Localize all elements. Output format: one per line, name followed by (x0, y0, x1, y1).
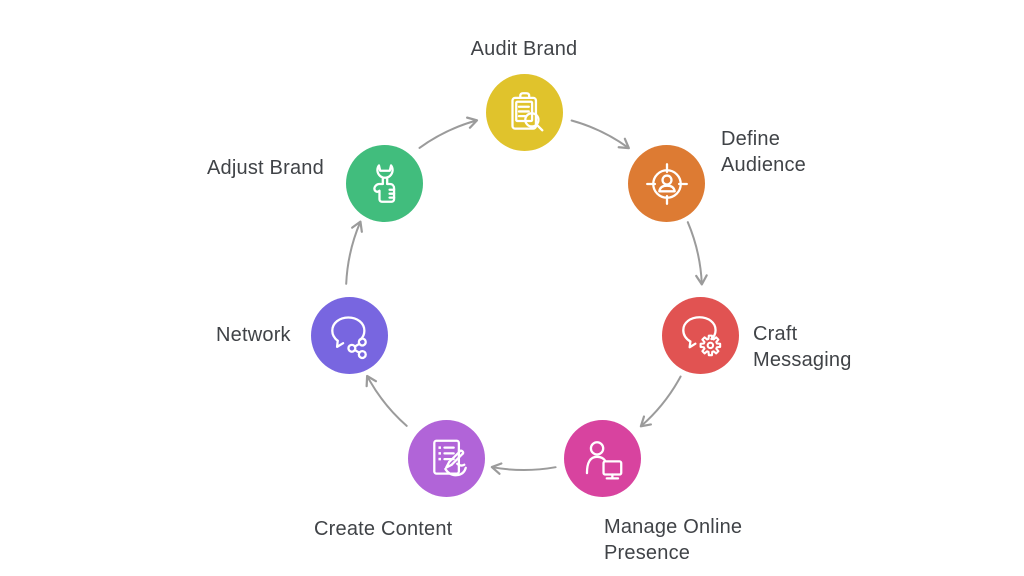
node-adjust-brand (346, 145, 423, 222)
arrow-audit-to-define-icon (570, 119, 630, 150)
label-audit-brand: Audit Brand (470, 38, 578, 60)
label-create-content: Create Content (314, 518, 453, 540)
person-monitor-icon (585, 440, 622, 480)
chat-share-icon (330, 315, 367, 359)
node-create-content (408, 420, 485, 497)
target-person-icon (645, 162, 688, 205)
label-adjust-brand: Adjust Brand (207, 157, 324, 179)
arrow-manage-to-create-icon (490, 462, 557, 475)
clipboard-search-icon (510, 91, 543, 131)
document-pen-icon (432, 439, 467, 476)
node-craft-messaging (662, 297, 739, 374)
node-audit-brand (486, 74, 563, 151)
label-craft-messaging: Craft Messaging (753, 323, 852, 371)
wrench-hand-icon (372, 163, 395, 203)
node-define-audience (628, 145, 705, 222)
label-manage-online-presence: Manage Online Presence (604, 516, 743, 564)
label-define-audience: Define Audience (721, 128, 806, 176)
arrow-create-to-network-icon (365, 374, 408, 427)
arrow-adjust-to-audit-icon (418, 116, 479, 149)
arrow-network-to-adjust-icon (345, 220, 363, 285)
node-manage-online-presence (564, 420, 641, 497)
label-network: Network (216, 324, 291, 346)
arrow-define-to-craft-icon (686, 221, 708, 286)
node-network (311, 297, 388, 374)
arrow-craft-to-manage-icon (639, 375, 682, 428)
chat-gear-icon (681, 315, 721, 356)
